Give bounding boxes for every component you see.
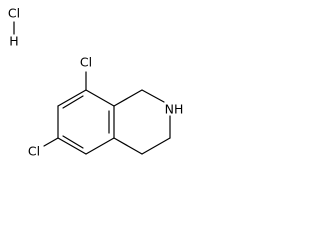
chlorine-6-label: Cl — [28, 144, 40, 159]
hydrogen-chloride: Cl H — [8, 6, 20, 49]
amine-nh-label: NH — [165, 102, 184, 117]
bond-c5-c6 — [57, 137, 87, 155]
hcl-chlorine-label: Cl — [8, 6, 20, 21]
chloro-substituent-6: Cl — [28, 137, 59, 159]
bond-c4a-c5 — [85, 137, 115, 155]
hcl-hydrogen-label: H — [9, 34, 18, 49]
molecule-structure-diagram: Cl H NH Cl Cl — [8, 6, 184, 159]
bond-c8a-c1 — [113, 89, 143, 107]
bond-c1-n2 — [141, 89, 165, 103]
bond-c6-cl — [43, 137, 59, 147]
bond-c3-c4 — [141, 137, 171, 155]
double-bond-c5-c6 — [62, 135, 84, 149]
chlorine-8-label: Cl — [80, 55, 92, 70]
double-bond-c7-c8 — [62, 95, 84, 109]
bond-c8-c8a — [85, 89, 115, 107]
bond-c4-c4a — [113, 137, 143, 155]
tetrahydropyridine-ring: NH — [113, 89, 184, 155]
chloro-substituent-8: Cl — [80, 55, 92, 91]
bond-c7-c8 — [57, 89, 87, 107]
benzene-ring — [57, 89, 115, 155]
